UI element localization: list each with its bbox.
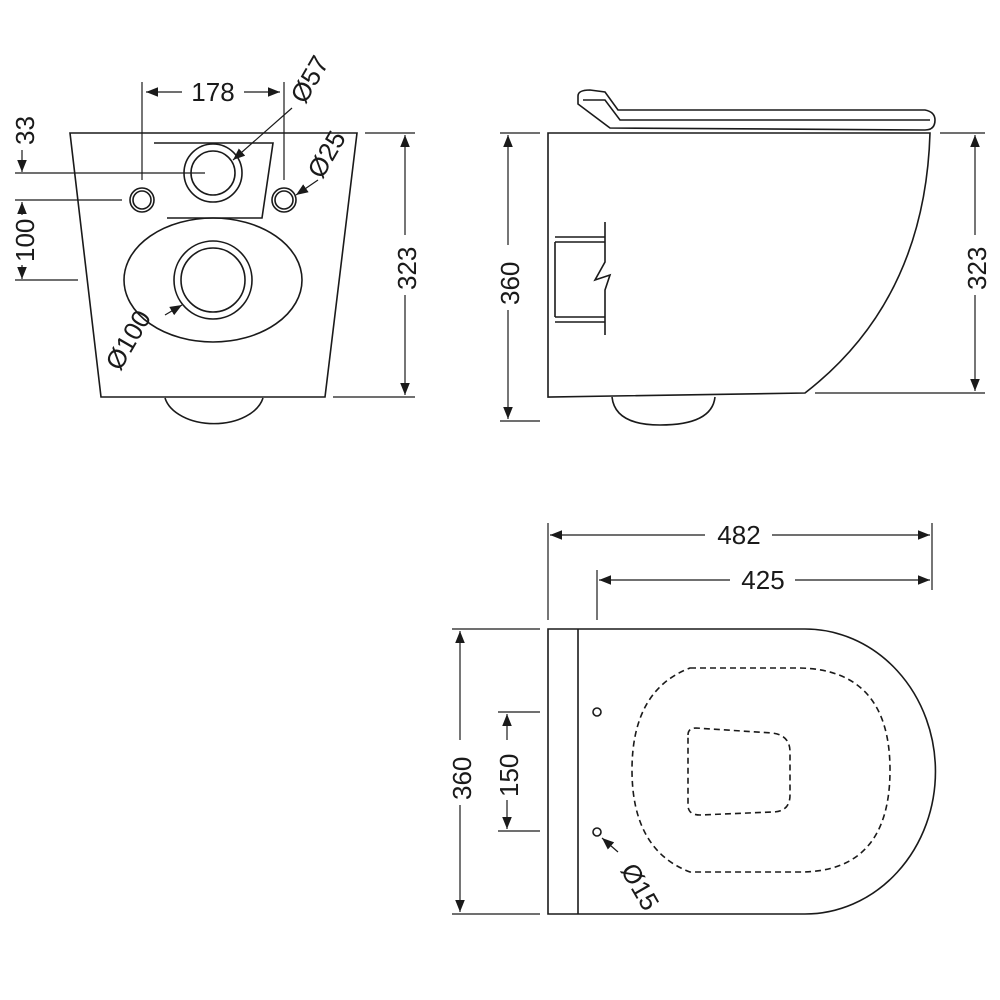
dim-fixing-diameter: Ø25 [301,125,352,183]
fixing-hole-right [271,187,297,213]
side-outline [547,132,931,398]
dim-hole-spacing: 150 [494,754,524,797]
seat-rim-dashed [631,667,891,873]
dim-hole-diameter: Ø15 [615,858,666,916]
side-view: 360 323 [495,89,992,426]
outlet-outer [173,240,253,320]
dim-100: 100 [10,219,40,262]
seat-lid-line [583,99,930,121]
bowl-opening-dashed [687,727,791,816]
front-outline [69,132,358,398]
outlet-ellipse [123,217,303,343]
dim-length: 482 [717,520,760,550]
inlet-panel [154,142,274,219]
dim-width: 360 [447,757,477,800]
top-outline [547,628,937,915]
seat-hole-top [592,707,602,717]
dim-side-height: 323 [962,247,992,290]
fixing-hole-left-inner [132,190,152,210]
bowl-bottom [164,397,264,425]
side-foot [611,396,716,426]
dim-33: 33 [10,116,40,145]
fixing-hole-left [129,187,155,213]
dim-inlet-diameter: Ø57 [284,50,335,108]
wall-bracket [554,222,612,335]
dim-front-height: 323 [392,247,422,290]
dim-inner-length: 425 [741,565,784,595]
dim-total-height: 360 [495,262,525,305]
top-view: 482 425 360 150 Ø15 [447,520,937,916]
front-view: 178 Ø57 Ø25 33 100 Ø100 323 [10,50,422,425]
fixing-hole-right-inner [274,190,294,210]
seat-lid [577,89,936,131]
dim-outlet-diameter: Ø100 [99,305,157,375]
outlet-inner [180,247,246,313]
seat-hole-bottom [592,827,602,837]
dim-178: 178 [191,77,234,107]
